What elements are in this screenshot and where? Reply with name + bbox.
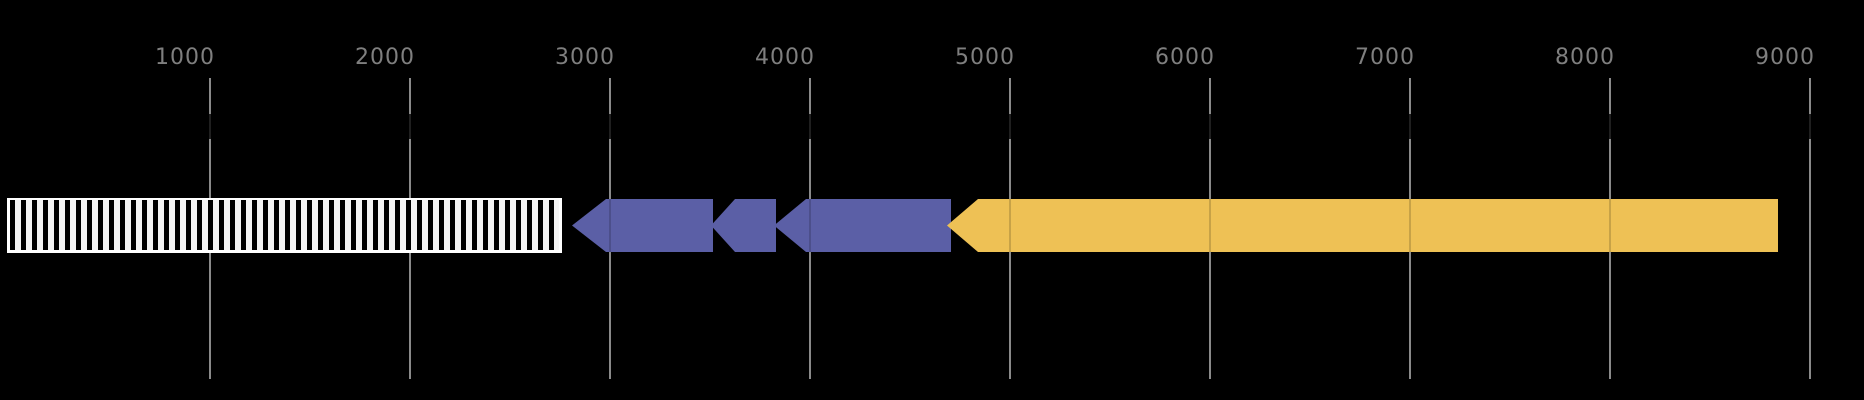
tick-mark <box>1609 114 1611 139</box>
tick-mark <box>609 114 611 139</box>
tick-mark <box>809 114 811 139</box>
hatch-stripes <box>10 200 559 250</box>
axis-tick-label: 8000 <box>1555 45 1615 70</box>
gene-arrow <box>947 199 1778 252</box>
axis-tick-label: 6000 <box>1155 45 1215 70</box>
gridline-overlay <box>1609 199 1611 252</box>
gridline-overlay <box>809 199 811 252</box>
tick-mark <box>209 114 211 139</box>
axis-tick-label: 9000 <box>1755 45 1815 70</box>
axis-tick-label: 3000 <box>555 45 615 70</box>
gene-arrow <box>711 199 776 252</box>
gridline-overlay <box>1009 199 1011 252</box>
gene-arrow <box>572 199 713 252</box>
gridline-overlay <box>1209 199 1211 252</box>
axis-tick-label: 1000 <box>155 45 215 70</box>
axis-tick-label: 7000 <box>1355 45 1415 70</box>
axis-tick-label: 5000 <box>955 45 1015 70</box>
hatched-region <box>7 198 562 253</box>
tick-mark <box>1409 114 1411 139</box>
tick-mark <box>409 114 411 139</box>
tick-mark <box>1009 114 1011 139</box>
gridline-overlay <box>609 199 611 252</box>
tick-mark <box>1809 114 1811 139</box>
gridline-overlay <box>1409 199 1411 252</box>
gene-arrow <box>774 199 951 252</box>
axis-tick-label: 4000 <box>755 45 815 70</box>
axis-tick-label: 2000 <box>355 45 415 70</box>
gridline <box>1809 78 1811 379</box>
tick-mark <box>1209 114 1211 139</box>
